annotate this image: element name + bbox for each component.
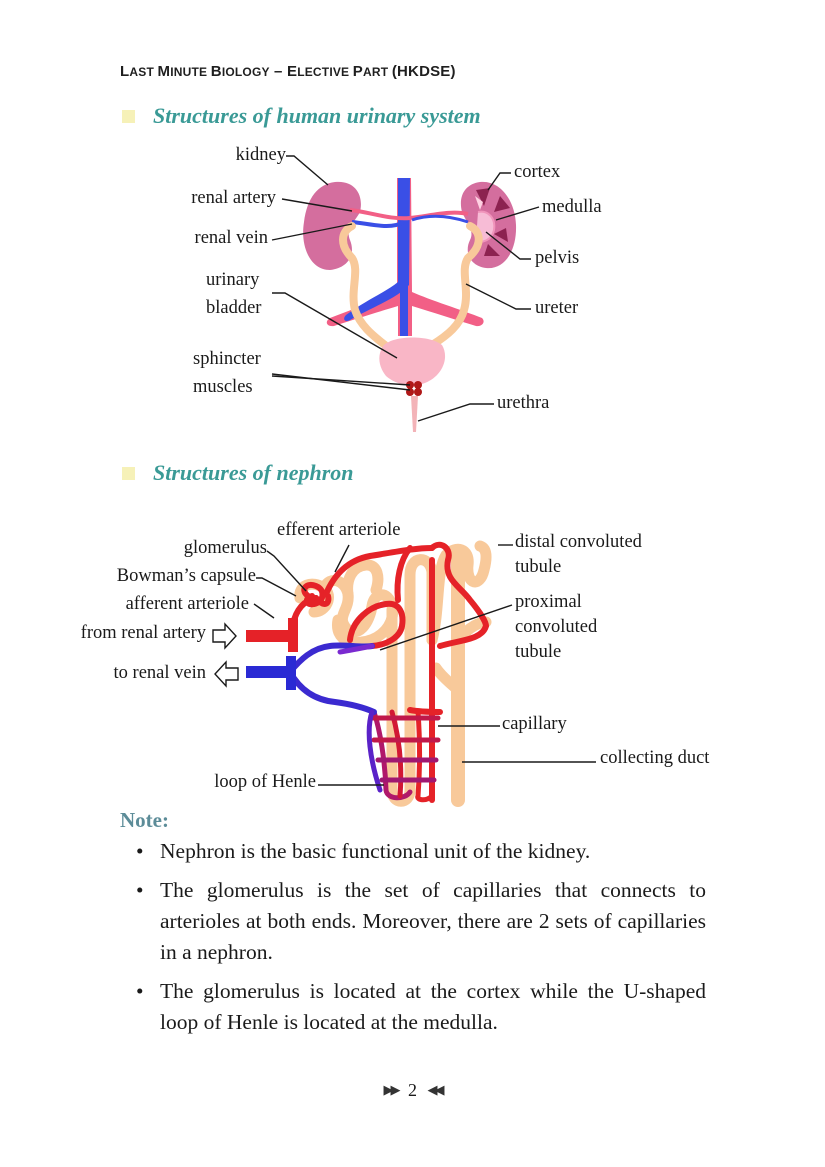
bullet-square-icon <box>122 109 135 123</box>
double-arrow-right-icon: ▶▶ <box>383 1082 401 1097</box>
section-heading-urinary: Structures of human urinary system <box>122 103 481 129</box>
label-ureter: ureter <box>535 298 579 318</box>
label-collecting-duct: collecting duct <box>600 748 710 768</box>
note-text: Nephron is the basic functional unit of … <box>160 839 591 863</box>
arrow-to-vein-icon <box>214 660 239 688</box>
section-heading-nephron: Structures of nephron <box>122 460 354 486</box>
label-distal-2: tubule <box>515 557 562 577</box>
label-sphincter: sphincter <box>193 349 261 369</box>
page-number: 2 <box>408 1080 417 1100</box>
header-title-part: LECTIVE <box>297 65 353 79</box>
note-item: •The glomerulus is located at the cortex… <box>136 979 706 1034</box>
note-text: The glomerulus is located at the cortex … <box>160 979 706 1034</box>
urethra <box>411 396 418 432</box>
double-arrow-left-icon: ◀◀ <box>427 1082 445 1097</box>
bullet-square-icon <box>122 466 135 480</box>
section-title-nephron: Structures of nephron <box>153 460 354 485</box>
header-title-part: L <box>120 63 130 80</box>
header-title-part: ART <box>363 65 392 79</box>
header-title: LAST MINUTE BIOLOGY – ELECTIVE PART (HKD… <box>120 63 456 80</box>
note-text: The glomerulus is the set of capillaries… <box>160 878 706 964</box>
label-glomerulus: glomerulus <box>183 538 267 558</box>
note-item: •Nephron is the basic functional unit of… <box>136 839 591 863</box>
vein-bar <box>246 666 294 678</box>
note-heading: Note: <box>120 808 169 832</box>
header-title-part: (HKDSE) <box>391 63 456 80</box>
header-title-part: B <box>210 63 222 80</box>
label-urinary: urinary <box>206 270 260 290</box>
header-title-part: P <box>352 63 364 80</box>
header-title-part: IOLOGY <box>221 65 270 79</box>
label-distal-1: distal convoluted <box>515 532 642 552</box>
label-proximal-3: tubule <box>515 642 562 662</box>
label-urethra: urethra <box>497 393 550 413</box>
label-bowmans-capsule: Bowman’s capsule <box>116 566 256 586</box>
label-to-renal-vein: to renal vein <box>113 663 206 683</box>
label-pelvis: pelvis <box>535 248 580 268</box>
running-header: LAST MINUTE BIOLOGY – ELECTIVE PART (HKD… <box>120 63 456 80</box>
label-proximal-1: proximal <box>515 592 582 612</box>
label-cortex: cortex <box>514 162 561 182</box>
afferent-arteriole-bar <box>246 630 294 642</box>
label-medulla: medulla <box>542 197 602 217</box>
label-capillary: capillary <box>502 714 567 734</box>
label-muscles: muscles <box>193 377 253 397</box>
page-footer: ▶▶ 2 ◀◀ <box>0 1080 825 1101</box>
note-list: •Nephron is the basic functional unit of… <box>132 836 706 1046</box>
label-renal-vein: renal vein <box>194 228 268 248</box>
header-title-part: – <box>269 63 287 80</box>
header-title-part: E <box>286 63 298 80</box>
label-kidney: kidney <box>235 145 286 165</box>
label-afferent-arteriole: afferent arteriole <box>125 594 249 614</box>
right-ureter <box>428 222 483 349</box>
section-title-urinary: Structures of human urinary system <box>153 103 481 128</box>
header-title-part: M <box>157 63 171 80</box>
label-proximal-2: convoluted <box>515 617 598 637</box>
note-item: •The glomerulus is the set of capillarie… <box>136 878 706 964</box>
label-efferent-arteriole: efferent arteriole <box>277 520 401 540</box>
arrow-from-artery-icon <box>212 622 237 650</box>
header-title-part: AST <box>129 65 158 79</box>
left-ureter <box>339 222 389 349</box>
label-renal-artery: renal artery <box>191 188 276 208</box>
label-bladder: bladder <box>206 298 262 318</box>
label-loop-of-henle: loop of Henle <box>214 772 316 792</box>
bladder <box>379 337 446 386</box>
label-from-renal-artery: from renal artery <box>80 623 206 643</box>
header-title-part: INUTE <box>170 65 211 79</box>
